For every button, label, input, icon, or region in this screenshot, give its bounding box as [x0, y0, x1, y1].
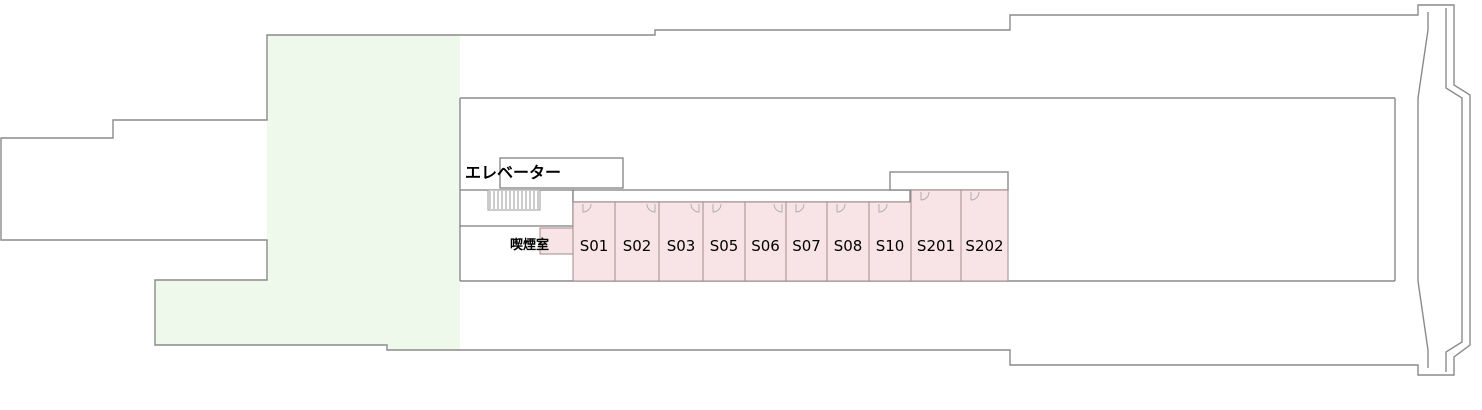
- room-shape[interactable]: [702, 201, 746, 282]
- room-label: S02: [623, 237, 652, 255]
- door-arc: [878, 203, 888, 213]
- room-label: S201: [917, 237, 955, 255]
- room-label: S05: [710, 237, 739, 255]
- room-shape[interactable]: [960, 189, 1009, 282]
- door-arc: [646, 203, 656, 213]
- door-arc: [795, 203, 805, 213]
- room-shape[interactable]: [910, 189, 962, 282]
- room-S03[interactable]: S03: [658, 201, 704, 282]
- smoking-room: [539, 227, 574, 255]
- room-label: S06: [751, 237, 780, 255]
- stairs: [487, 189, 541, 211]
- room-label: S202: [965, 237, 1003, 255]
- building-outline: [0, 4, 1471, 376]
- smoking-room-label: 喫煙室: [510, 237, 549, 253]
- room-S10[interactable]: S10: [868, 201, 912, 282]
- door-arc: [920, 191, 930, 201]
- east-wing-inner-line: [1417, 12, 1429, 368]
- room-shape[interactable]: [658, 201, 704, 282]
- room-label: S08: [834, 237, 863, 255]
- room-shape[interactable]: [868, 201, 912, 282]
- door-arc: [712, 203, 722, 213]
- room-label: S03: [667, 237, 696, 255]
- room-S201[interactable]: S201: [910, 189, 962, 282]
- room-S07[interactable]: S07: [785, 201, 828, 282]
- room-shape[interactable]: [614, 201, 660, 282]
- room-annex-top: [889, 171, 1009, 191]
- room-S02[interactable]: S02: [614, 201, 660, 282]
- room-shape[interactable]: [785, 201, 828, 282]
- room-S06[interactable]: S06: [744, 201, 787, 282]
- green-open-area: [155, 35, 460, 350]
- room-shape[interactable]: [826, 201, 870, 282]
- room-label: S01: [580, 237, 609, 255]
- door-arc: [970, 191, 980, 201]
- room-S05[interactable]: S05: [702, 201, 746, 282]
- room-S202[interactable]: S202: [960, 189, 1009, 282]
- east-wing-edge-line: [1445, 8, 1463, 372]
- room-label: S07: [792, 237, 821, 255]
- room-shape[interactable]: [744, 201, 787, 282]
- door-arc: [690, 203, 700, 213]
- room-strip-top: [572, 189, 911, 203]
- elevator-box: [499, 157, 624, 189]
- door-arc: [582, 203, 592, 213]
- door-arc: [836, 203, 846, 213]
- elevator-label: エレベーター: [465, 163, 561, 182]
- room-S08[interactable]: S08: [826, 201, 870, 282]
- door-arc: [773, 203, 783, 213]
- room-S01[interactable]: S01: [572, 201, 616, 282]
- room-label: S10: [876, 237, 905, 255]
